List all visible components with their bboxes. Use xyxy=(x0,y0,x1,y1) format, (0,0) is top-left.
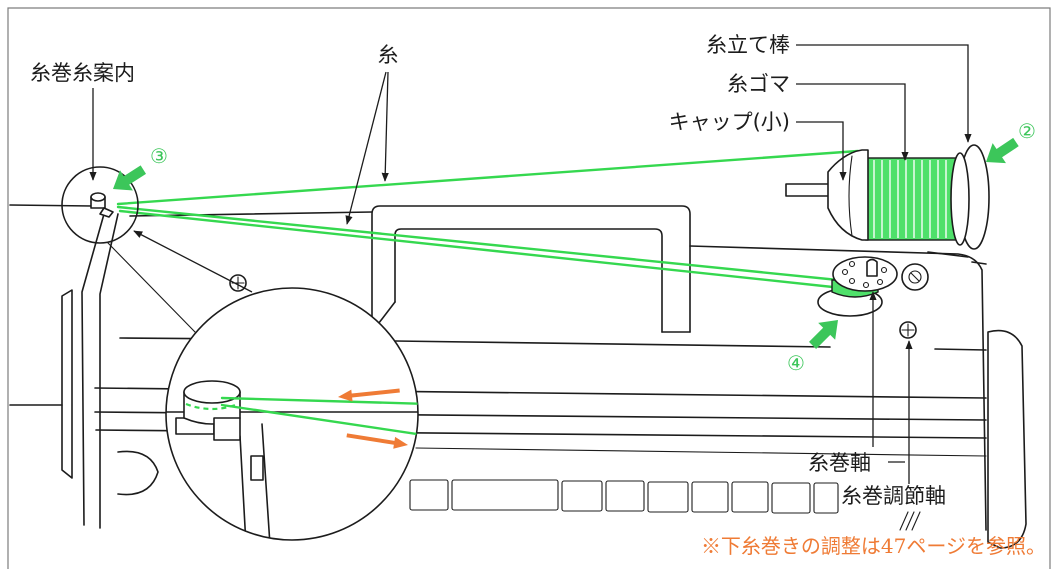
inset-guide-cylinder-top xyxy=(183,380,241,404)
hatch-marks xyxy=(899,511,921,531)
thread-spool-to-guide xyxy=(116,149,860,206)
spool-thread-stripes xyxy=(873,160,947,238)
label-spool-pin: 糸立て棒 xyxy=(706,33,790,57)
label-bobbin-shaft: 糸巻軸 xyxy=(808,451,871,475)
leader-thread-upper xyxy=(381,71,389,182)
spool-cap-rim xyxy=(848,155,853,237)
orange-arrow-left xyxy=(338,388,400,402)
front-panel-line xyxy=(415,447,987,457)
handwheel xyxy=(987,329,1027,549)
bobbin-disk-holes xyxy=(841,260,888,289)
step-2-number: ② xyxy=(1018,119,1036,143)
step-4-number: ④ xyxy=(787,351,805,375)
bobbin-adjust-screw xyxy=(899,321,917,339)
bobbin-winder xyxy=(817,256,929,339)
thread-guide-to-bobbin-return xyxy=(118,209,844,290)
label-bobbin-adjust-shaft: 糸巻調節軸 xyxy=(841,484,946,508)
inset-thread-upper xyxy=(220,396,418,406)
incoming-thread xyxy=(9,204,93,207)
inset-connector-lower xyxy=(107,242,196,333)
leader-lines xyxy=(89,44,972,484)
carry-handle-base xyxy=(371,301,691,333)
panel-button xyxy=(771,482,811,514)
side-knob xyxy=(117,450,159,496)
spool-flange-inner xyxy=(950,152,970,246)
zoom-inset-circle xyxy=(165,287,419,541)
panel-button xyxy=(409,479,449,511)
step-4-arrow xyxy=(809,320,838,349)
machine-top-edge-right xyxy=(689,245,987,531)
leader-spool-cap xyxy=(796,121,847,181)
step-2-arrow xyxy=(986,137,1019,164)
inset-guide-post xyxy=(239,423,271,540)
panel-button xyxy=(731,481,769,513)
label-spool: 糸ゴマ xyxy=(727,72,790,96)
panel-button xyxy=(691,481,729,513)
spool-assembly xyxy=(785,144,990,250)
spool-cap xyxy=(827,149,869,241)
leader-thread-lower xyxy=(345,71,387,225)
inset-thread-lower xyxy=(220,403,418,438)
label-thread-guide: 糸巻糸案内 xyxy=(30,61,135,85)
bobbin-winder-disk xyxy=(832,256,898,292)
label-thread: 糸 xyxy=(378,43,399,67)
thread-guide-to-bobbin xyxy=(116,205,850,283)
step-3-arrow xyxy=(113,165,147,191)
zoom-inset xyxy=(165,287,419,541)
inset-guide-hook xyxy=(213,417,241,441)
label-spool-cap: キャップ(小) xyxy=(669,110,790,134)
bobbin-shaft-key xyxy=(866,258,878,277)
bobbin-stopper xyxy=(901,263,929,291)
pattern-button-row xyxy=(409,479,839,514)
carry-handle-inner xyxy=(394,228,663,333)
panel-button xyxy=(813,482,839,514)
thread-guide-highlight-circle xyxy=(61,166,139,244)
leader-spool-pin xyxy=(796,44,972,143)
step-3-number: ③ xyxy=(150,144,168,168)
left-side-panel xyxy=(61,289,73,479)
panel-button xyxy=(647,481,689,513)
top-screw xyxy=(229,274,247,292)
panel-button xyxy=(605,480,645,512)
orange-arrow-right xyxy=(346,433,408,449)
leader-spool xyxy=(796,83,909,161)
thread-path xyxy=(116,149,860,290)
carry-handle-outer xyxy=(371,205,691,333)
spool-pin xyxy=(785,183,831,197)
inset-thread-wrap xyxy=(185,402,239,411)
figure-frame xyxy=(7,7,1051,569)
reference-note: ※下糸巻きの調整は47ページを参照。 xyxy=(701,534,1046,558)
inset-connector xyxy=(133,230,253,293)
panel-button xyxy=(561,480,603,512)
thread-guide xyxy=(90,192,114,218)
thread-spool xyxy=(865,157,959,241)
left-guide-post xyxy=(81,213,119,529)
inset-post-detail xyxy=(250,455,264,481)
panel-button xyxy=(451,479,559,511)
spool-pin-base xyxy=(927,251,987,265)
